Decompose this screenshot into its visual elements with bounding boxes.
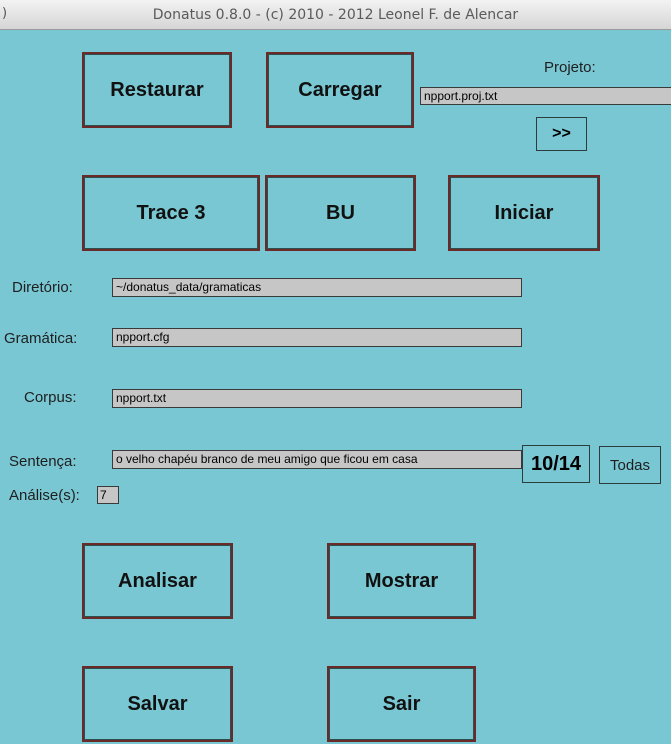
corpus-label: Corpus: <box>24 389 77 406</box>
sentence-counter-text: 10/14 <box>530 452 582 475</box>
analisar-button[interactable]: Analisar <box>82 543 233 619</box>
projeto-label: Projeto: <box>544 59 596 76</box>
sentenca-field[interactable]: o velho chapéu branco de meu amigo que f… <box>112 450 522 469</box>
trace-button[interactable]: Trace 3 <box>82 175 260 251</box>
window-titlebar: ) Donatus 0.8.0 - (c) 2010 - 2012 Leonel… <box>0 0 671 30</box>
window-title: Donatus 0.8.0 - (c) 2010 - 2012 Leonel F… <box>152 7 519 23</box>
bu-button[interactable]: BU <box>265 175 416 251</box>
sentenca-label: Sentença: <box>9 453 77 470</box>
sentence-counter: 10/14 <box>522 445 590 483</box>
projeto-next-label: >> <box>552 125 571 142</box>
projeto-field[interactable]: npport.proj.txt <box>420 87 671 105</box>
projeto-next-button[interactable]: >> <box>536 117 587 151</box>
gramatica-label: Gramática: <box>4 330 78 347</box>
analises-label: Análise(s): <box>9 487 80 504</box>
todas-label: Todas <box>609 456 651 474</box>
iniciar-button[interactable]: Iniciar <box>448 175 600 251</box>
sair-button[interactable]: Sair <box>327 666 476 742</box>
carregar-button[interactable]: Carregar <box>266 52 414 128</box>
todas-button[interactable]: Todas <box>599 446 661 484</box>
diretorio-field[interactable]: ~/donatus_data/gramaticas <box>112 278 522 297</box>
diretorio-label: Diretório: <box>12 279 73 296</box>
analises-field[interactable]: 7 <box>97 486 119 504</box>
mostrar-button[interactable]: Mostrar <box>327 543 476 619</box>
gramatica-field[interactable]: npport.cfg <box>112 328 522 347</box>
restaurar-button[interactable]: Restaurar <box>82 52 232 128</box>
corpus-field[interactable]: npport.txt <box>112 389 522 408</box>
window-edge-glyph: ) <box>2 6 8 21</box>
salvar-button[interactable]: Salvar <box>82 666 233 742</box>
